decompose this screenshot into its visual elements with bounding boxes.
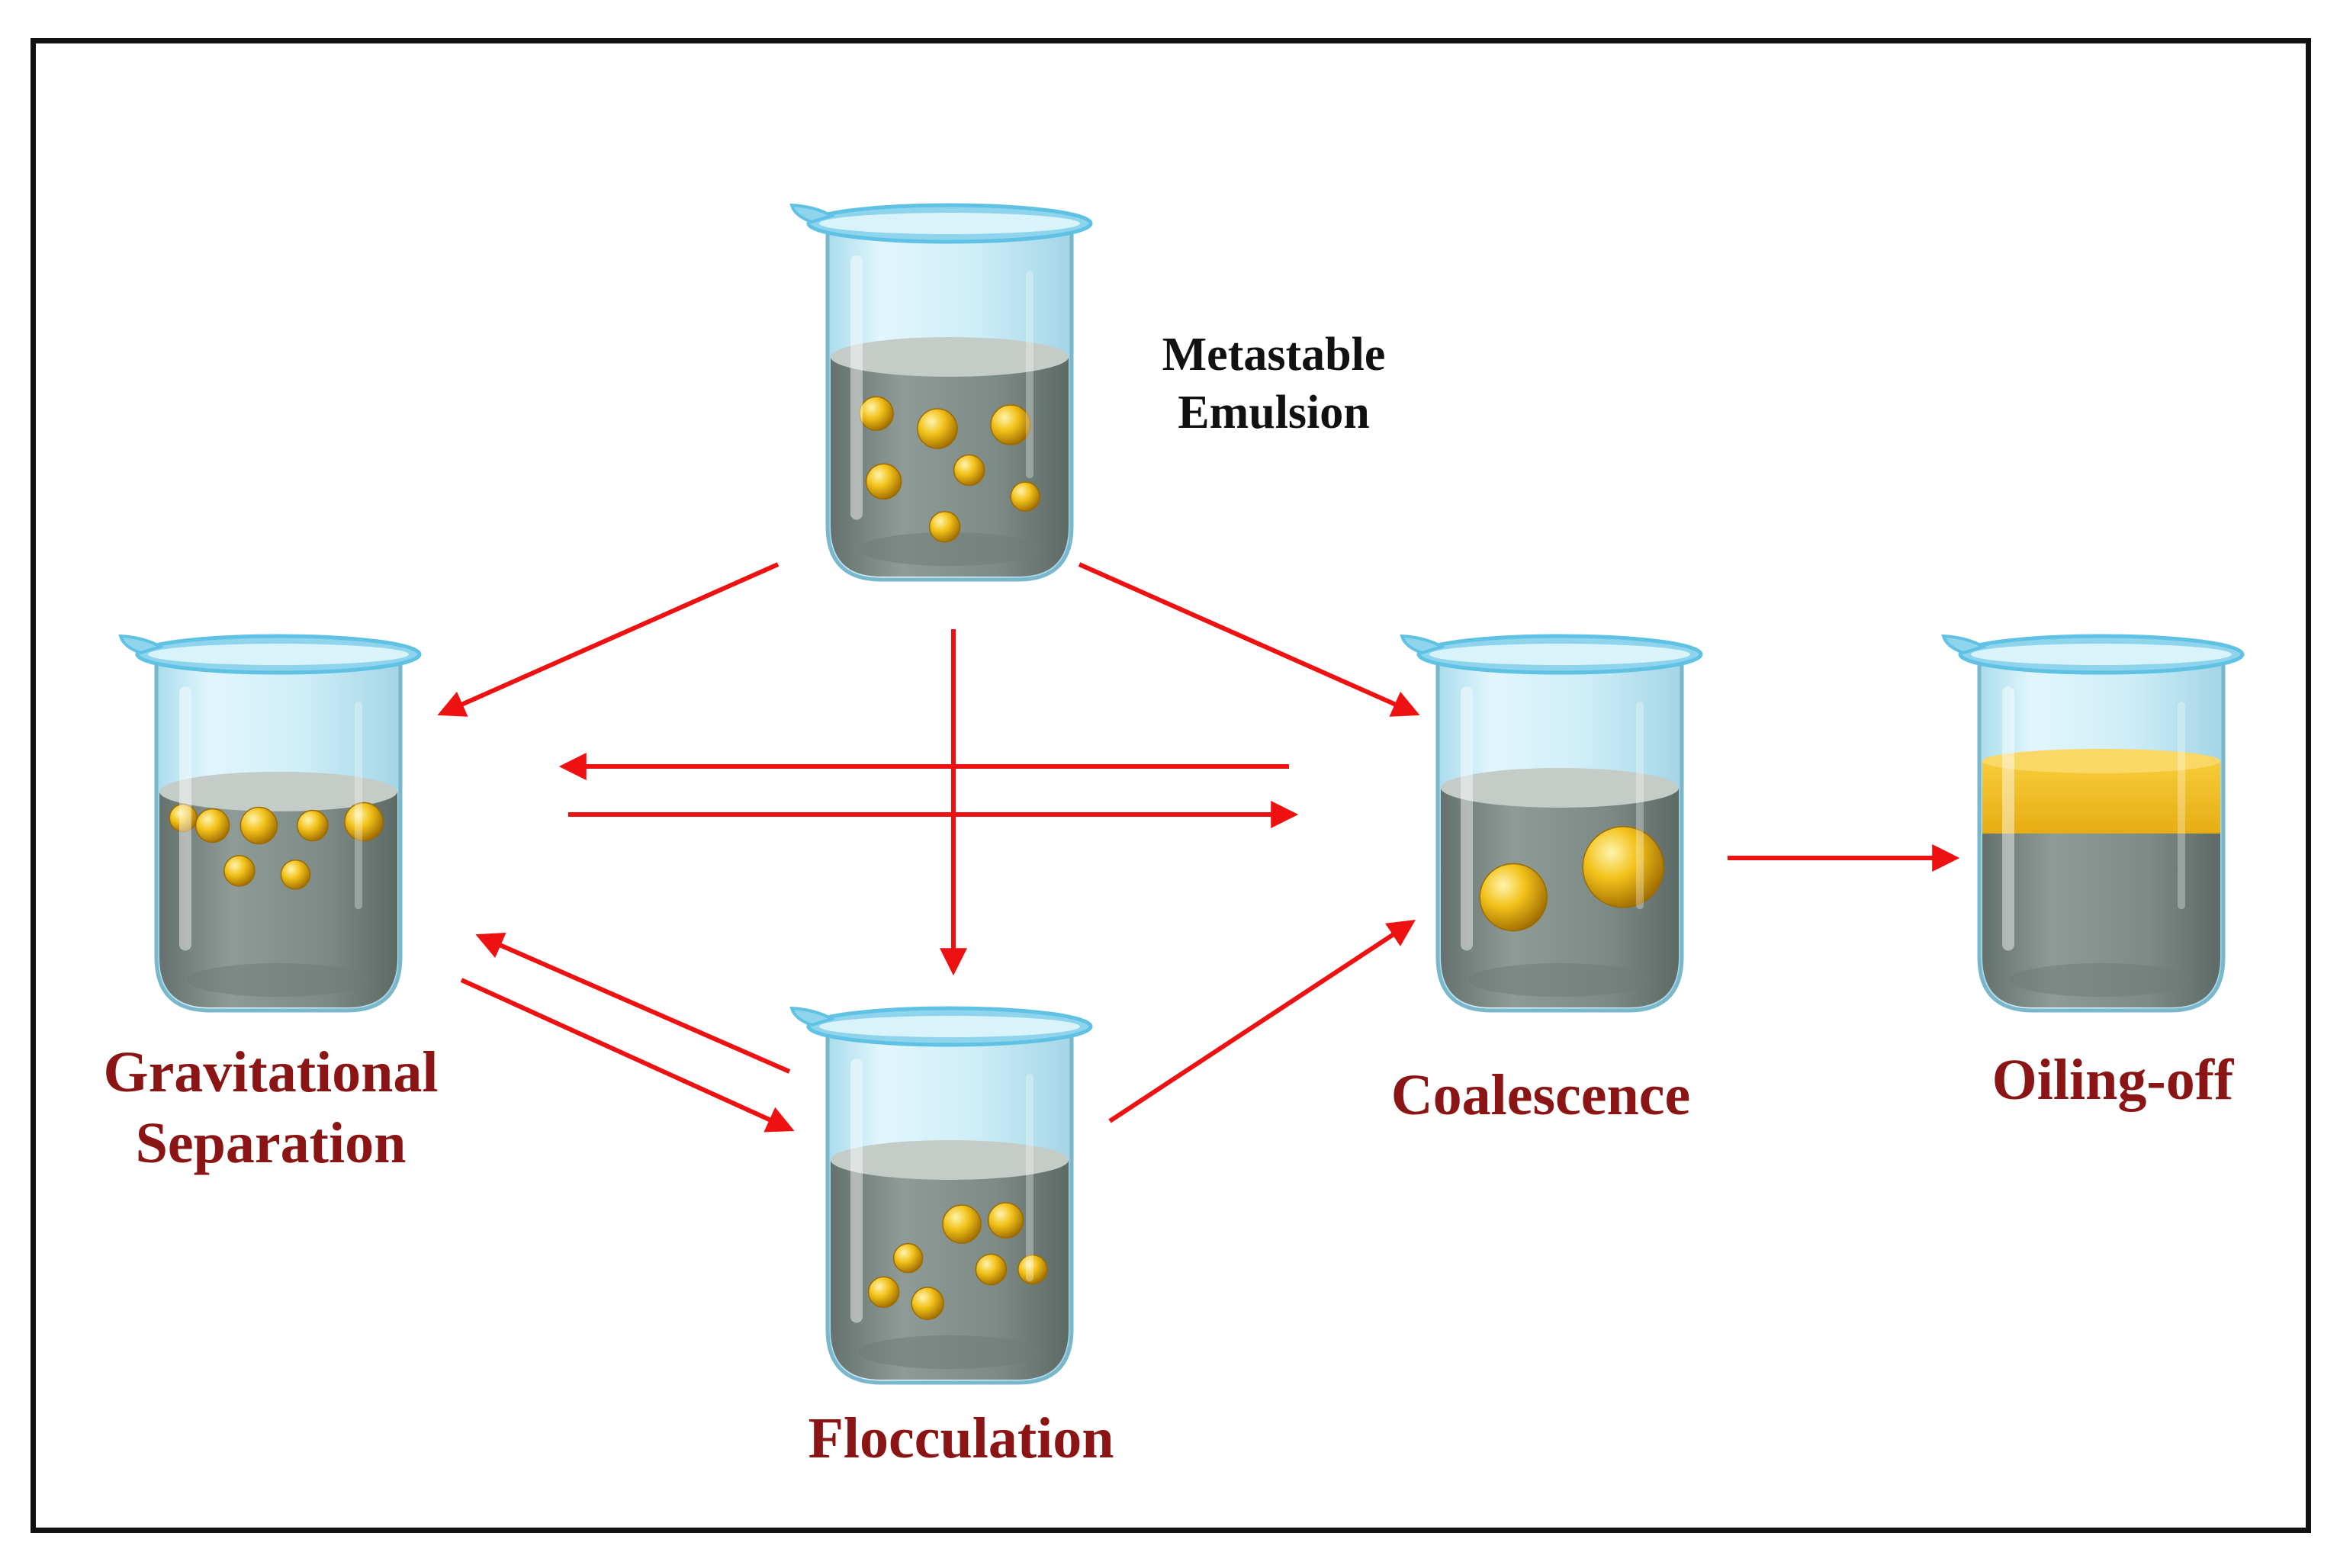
beaker-coalescence — [1400, 634, 1703, 1013]
oil-droplet — [928, 510, 961, 543]
oil-droplet — [223, 855, 256, 887]
arrow-metastable-emulsion-to-gravitational-separation — [437, 562, 780, 717]
glass-highlight — [179, 686, 191, 951]
beaker-liquid — [159, 791, 397, 1007]
glass-highlight — [850, 255, 863, 520]
beaker-bottom-shade — [1468, 963, 1651, 997]
beaker-opening — [148, 644, 409, 665]
oil-droplet — [239, 806, 278, 845]
oil-droplet — [911, 1287, 944, 1320]
beaker-opening — [1971, 644, 2232, 665]
glass-highlight — [355, 702, 362, 910]
oil-droplet — [1010, 481, 1040, 512]
arrow-flocculation-to-gravitational-separation — [475, 933, 791, 1074]
beaker-flocculation — [789, 1006, 1093, 1385]
oil-droplet — [297, 809, 329, 842]
beaker-oiling-off — [1941, 634, 2245, 1013]
label-oiling-off: Oiling-off — [1991, 1048, 2234, 1112]
beaker-opening — [1429, 644, 1690, 665]
label-line-2: Separation — [135, 1110, 407, 1175]
beaker-spout — [789, 203, 835, 224]
oil-droplet — [344, 802, 384, 842]
oil-droplet — [917, 408, 958, 449]
oil-droplet — [953, 454, 985, 487]
label-line-2: Emulsion — [1178, 386, 1370, 439]
arrow-gravitational-separation-to-flocculation — [460, 978, 795, 1133]
glass-highlight — [1026, 1074, 1033, 1282]
beaker-bottom-shade — [187, 963, 370, 997]
beaker-opening — [819, 213, 1080, 234]
glass-highlight — [1461, 686, 1473, 951]
beaker-bottom-shade — [858, 1335, 1041, 1369]
glass-highlight — [1636, 702, 1644, 910]
glass-highlight — [1026, 271, 1033, 479]
oil-droplet — [280, 860, 311, 890]
label-line-1: Metastable — [1162, 329, 1386, 381]
oil-droplet — [1017, 1254, 1048, 1285]
glass-highlight — [2002, 686, 2014, 951]
beaker-metastable-emulsion — [789, 203, 1093, 582]
arrow-metastable-emulsion-to-coalescence — [1078, 562, 1420, 717]
liquid-surface — [831, 336, 1069, 377]
oil-layer-surface — [1982, 748, 2220, 773]
arrow-flocculation-to-coalescence — [1108, 920, 1416, 1123]
glass-highlight — [2178, 702, 2185, 910]
oil-droplet — [942, 1204, 982, 1244]
oil-droplet — [194, 808, 230, 843]
beaker-bottom-shade — [2010, 963, 2193, 997]
oil-droplet — [1479, 863, 1548, 932]
liquid-surface — [831, 1139, 1069, 1180]
label-coalescence: Coalescence — [1390, 1063, 1691, 1127]
label-metastable-emulsion: Metastable Emulsion — [1098, 326, 1449, 442]
glass-highlight — [850, 1059, 863, 1323]
oil-droplet — [990, 404, 1031, 445]
oil-droplet — [859, 396, 894, 431]
beaker-spout — [1941, 634, 1987, 655]
beaker-liquid — [1982, 791, 2220, 1007]
oil-droplet — [1582, 826, 1664, 908]
beaker-spout — [118, 634, 164, 655]
label-flocculation: Flocculation — [808, 1406, 1114, 1470]
oil-droplet — [865, 463, 902, 500]
beaker-bottom-shade — [858, 532, 1041, 566]
liquid-surface — [159, 771, 397, 811]
oil-droplet — [975, 1253, 1008, 1286]
oil-droplet — [867, 1276, 900, 1308]
label-line-1: Gravitational — [103, 1040, 439, 1104]
beaker-spout — [789, 1006, 835, 1027]
oil-droplet — [892, 1242, 924, 1274]
beaker-gravitational-separation — [118, 634, 422, 1013]
diagram-frame — [31, 38, 2311, 1533]
label-gravitational-separation: Gravitational Separation — [46, 1037, 496, 1178]
beaker-spout — [1400, 634, 1445, 655]
liquid-surface — [1441, 767, 1679, 808]
beaker-opening — [819, 1016, 1080, 1037]
oil-droplet — [987, 1202, 1024, 1239]
